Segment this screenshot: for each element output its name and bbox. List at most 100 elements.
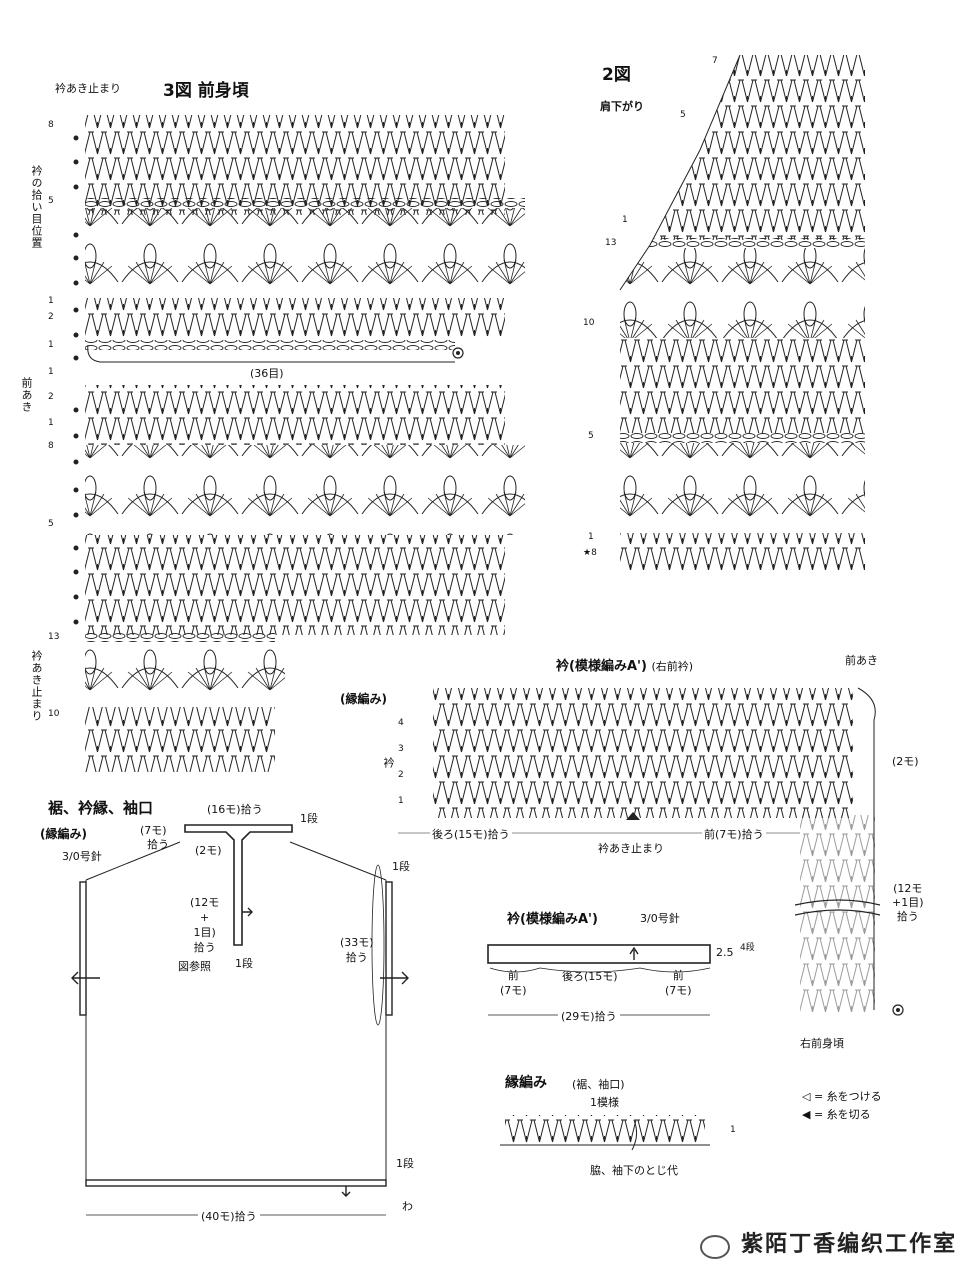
edging-row1c: 1段 bbox=[392, 860, 410, 873]
collar-side-pickup: (12モ +1目) 拾う bbox=[892, 882, 924, 924]
collar-row-mark: 4 bbox=[398, 718, 404, 728]
collar-small-front-left-line: 前 bbox=[507, 969, 519, 982]
edging-mo2: (2モ) bbox=[195, 844, 222, 857]
edging-title: 裾、衿縁、袖口 bbox=[48, 799, 154, 817]
fig3-front-opening: 前あき bbox=[20, 377, 33, 413]
fig2-row-mark: 1 bbox=[588, 532, 594, 542]
collar-small-front-right: 前 (7モ) bbox=[665, 968, 692, 998]
collar-back-pickup: 後ろ(15モ)拾う bbox=[430, 826, 512, 842]
collar-small-front-left: 前 (7モ) bbox=[500, 968, 527, 998]
collar-row-mark: 3 bbox=[398, 744, 404, 754]
fig2-row-mark: 13 bbox=[605, 238, 617, 248]
fig3-collar-stop-bottom: 衿あき止まり bbox=[30, 650, 43, 722]
edging-ref: 図参照 bbox=[178, 960, 211, 973]
collar-title-main: 衿 bbox=[556, 659, 570, 674]
edging-mo40: (40モ)拾う bbox=[198, 1208, 260, 1224]
fig3-row-mark: 1 bbox=[48, 296, 54, 306]
fig2-row-mark: 5 bbox=[588, 431, 594, 441]
legend-cut: ◀ = 糸を切る bbox=[802, 1108, 871, 1121]
collar-side-pickup-line: +1目) bbox=[892, 896, 924, 909]
collar-chart bbox=[398, 687, 904, 1016]
edging-row1b: 1段 bbox=[235, 957, 253, 970]
fig3-collar-stop-top: 衿あき止まり bbox=[55, 82, 121, 95]
collar-side-pickup-line: 拾う bbox=[896, 910, 919, 923]
collar-small-front-right-line: (7モ) bbox=[665, 984, 692, 997]
legend-attach: ◁ = 糸をつける bbox=[802, 1090, 882, 1103]
collar-row-mark: 2 bbox=[398, 770, 404, 780]
edging-pick: 拾う bbox=[147, 838, 169, 851]
fig3-pickup-pos: 衿の拾い目位置 bbox=[30, 165, 43, 249]
fig3-row-mark: 1 bbox=[48, 340, 54, 350]
watermark-text: 紫陌丁香编织工作室 bbox=[741, 1232, 958, 1257]
edging-wa: わ bbox=[402, 1200, 413, 1213]
collar-small-total: (29モ)拾う bbox=[558, 1008, 620, 1024]
edging-mo16: (16モ)拾う bbox=[207, 803, 263, 816]
edging-mo12-line: 拾う bbox=[193, 941, 216, 954]
collar-row-mark: 1 bbox=[398, 796, 404, 806]
collar-right-front: 右前身頃 bbox=[800, 1037, 844, 1050]
collar-small-front-right-line: 前 bbox=[672, 969, 684, 982]
fig3-row-mark: 8 bbox=[48, 120, 54, 130]
fig2-row-mark: 5 bbox=[680, 110, 686, 120]
edging-row1d: 1段 bbox=[396, 1157, 414, 1170]
collar-mo2: (2モ) bbox=[892, 755, 919, 768]
collar-small-rows: 4段 bbox=[740, 943, 755, 953]
edging-mo12: (12モ + 1目) 拾う bbox=[190, 895, 219, 955]
fig3-row-mark: 1 bbox=[48, 367, 54, 377]
body-outline bbox=[71, 824, 409, 1216]
collar-label: 衿 bbox=[382, 757, 395, 769]
collar-edge-label: (縁編み) bbox=[340, 692, 387, 706]
fig2-star-mark: ★8 bbox=[583, 548, 597, 558]
collar-title-side: (右前衿) bbox=[651, 660, 694, 673]
chat-bubble-icon bbox=[700, 1234, 730, 1259]
fig3-row-mark: 5 bbox=[48, 519, 54, 529]
fig2-row-mark: 8 bbox=[591, 548, 597, 558]
fig3-row-mark: 10 bbox=[48, 709, 60, 719]
fig3-row-mark: 13 bbox=[48, 632, 60, 642]
edging-mo12-line: 1目) bbox=[193, 926, 216, 939]
edging-pattern: (縁編み) bbox=[40, 827, 87, 841]
fig3-row-mark: 5 bbox=[48, 196, 54, 206]
watermark: 紫陌丁香编织工作室 bbox=[700, 1226, 957, 1259]
fuchi-sub: (裾、袖口) bbox=[572, 1078, 625, 1091]
fig2-chart bbox=[619, 54, 865, 570]
edging-mo33-line: (33モ) bbox=[340, 936, 374, 949]
fuchi-seam: 脇、袖下のとじ代 bbox=[590, 1164, 678, 1177]
edging-mo7: (7モ) bbox=[140, 824, 167, 837]
edging-row1a: 1段 bbox=[300, 812, 318, 825]
edging-needle: 3/0号針 bbox=[62, 850, 102, 863]
fig2-subtitle: 肩下がり bbox=[600, 100, 644, 113]
collar-title: 衿(模様編みA') (右前衿) bbox=[556, 655, 693, 674]
fig2-title: 2図 bbox=[602, 65, 631, 85]
fig3-chart bbox=[73, 115, 525, 772]
collar-stop: 衿あき止まり bbox=[598, 842, 664, 855]
fig2-row-mark: 10 bbox=[583, 318, 595, 328]
fig2-row-mark: 7 bbox=[712, 56, 718, 66]
collar-small-front-left-line: (7モ) bbox=[500, 984, 527, 997]
fig3-row-mark: 1 bbox=[48, 418, 54, 428]
fig3-row-mark: 8 bbox=[48, 441, 54, 451]
fuchi-swatch bbox=[500, 1115, 710, 1151]
edging-mo12-line: + bbox=[200, 911, 210, 924]
edging-mo33-line: 拾う bbox=[345, 951, 368, 964]
fig2-row-mark: 1 bbox=[622, 215, 628, 225]
edging-mo12-line: (12モ bbox=[190, 896, 220, 909]
fig3-count-36: (36目) bbox=[250, 367, 284, 380]
collar-front-pickup: 前(7モ)拾う bbox=[702, 826, 766, 842]
fuchi-title: 縁編み bbox=[505, 1075, 547, 1091]
fig3-row-mark: 2 bbox=[48, 312, 54, 322]
collar-small-height: 2.5 bbox=[716, 946, 734, 959]
fig3-row-mark: 2 bbox=[48, 392, 54, 402]
collar-small-back: 後ろ(15モ) bbox=[562, 970, 618, 983]
collar-side-pickup-line: (12モ bbox=[893, 882, 923, 895]
collar-front-opening: 前あき bbox=[845, 654, 878, 667]
star-icon: ★ bbox=[583, 548, 592, 558]
collar-small-title: 衿(模様編みA') bbox=[507, 912, 598, 927]
edging-mo33: (33モ) 拾う bbox=[340, 935, 374, 965]
fuchi-row: 1 bbox=[730, 1125, 736, 1135]
fig3-title: 3図 前身頃 bbox=[163, 81, 249, 101]
fuchi-repeat: 1模様 bbox=[590, 1096, 619, 1109]
collar-small-needle: 3/0号針 bbox=[640, 912, 680, 925]
collar-title-pattern: (模様編みA') bbox=[569, 659, 647, 674]
